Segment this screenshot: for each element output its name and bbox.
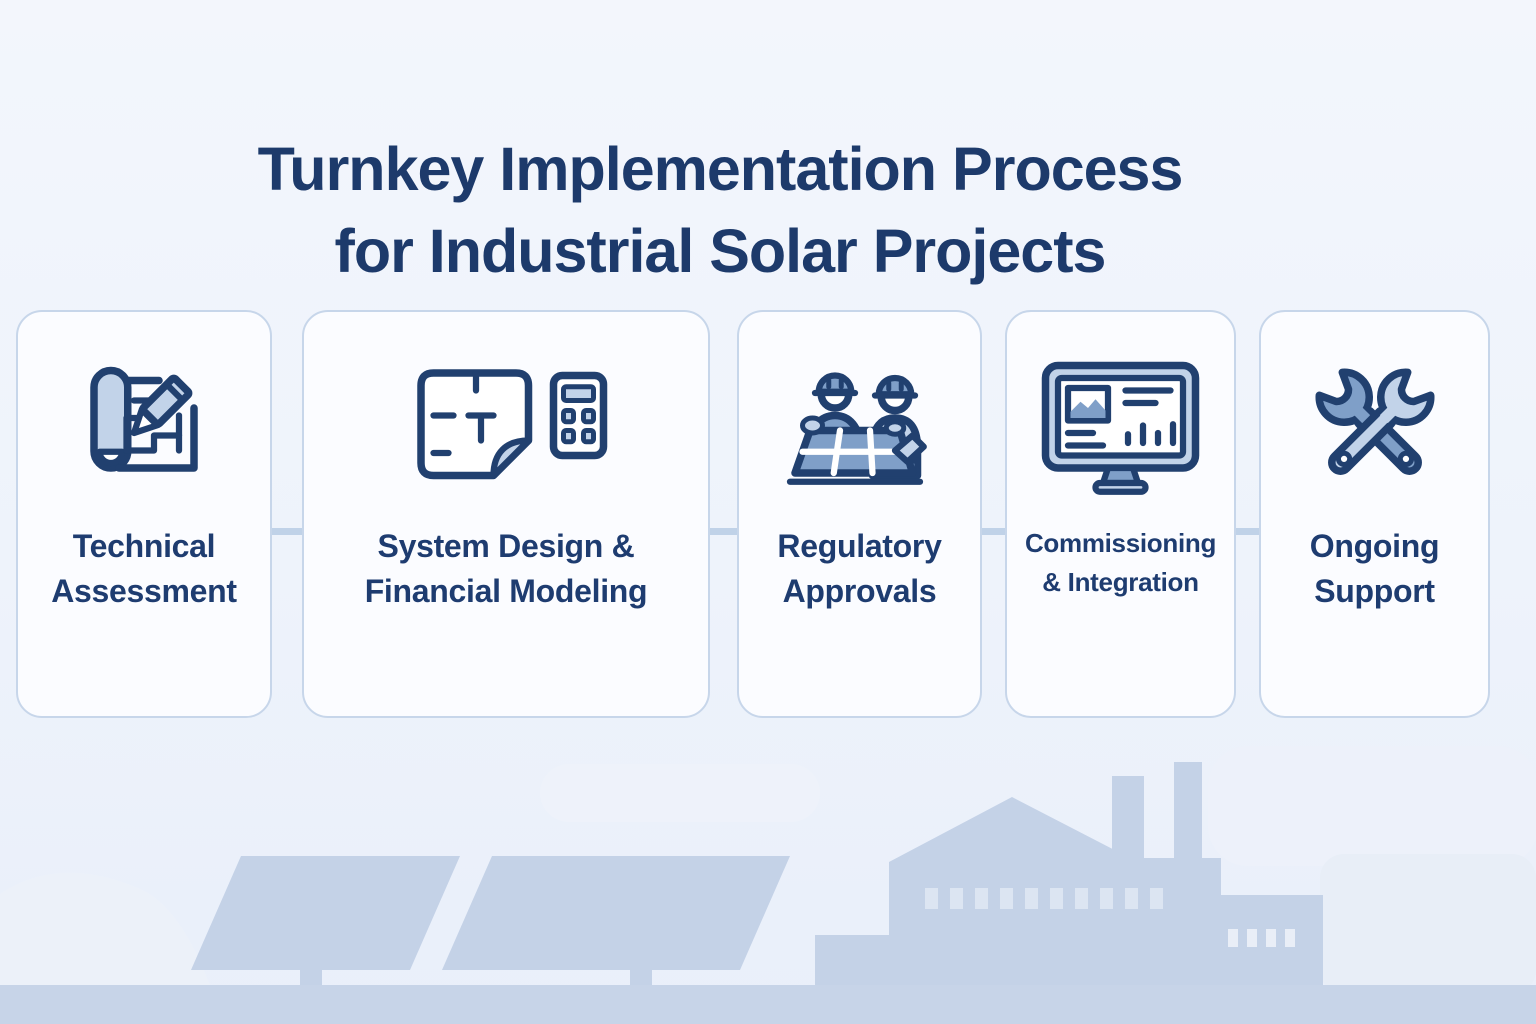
factory-annex-windows [1228,929,1295,947]
page-title-line2: for Industrial Solar Projects [334,216,1107,285]
card-label: System Design & Financial Modeling [364,528,648,610]
connector-line-2 [706,528,741,535]
card-label: Commissioning & Integration [1024,528,1217,597]
solar-array-silhouette-2 [442,856,790,988]
connector-line-4 [1232,528,1263,535]
card-icon-box [69,346,219,510]
card-label: Ongoing Support [1309,528,1440,610]
card-icon-box [785,346,935,510]
factory-silhouette [815,762,1323,985]
page-title-line1: Turnkey Implementation Process [257,134,1184,203]
background-illustration [0,746,1536,1024]
card-label: Regulatory Approvals [777,528,942,610]
monitor-dashboard-icon [1041,361,1200,495]
card-regulatory-approvals: Regulatory Approvals [737,310,982,718]
connector-line-1 [268,528,306,535]
ground-strip [0,985,1536,1024]
card-label: Technical Assessment [51,528,237,610]
card-system-design-financial-modeling: System Design & Financial Modeling [302,310,710,718]
solar-array-silhouette-1 [191,856,460,988]
blueprint-pencil-icon [90,366,198,472]
card-icon-box [1038,346,1203,510]
floorplan-calculator-icon [417,369,608,480]
connector-line-3 [978,528,1009,535]
card-commissioning-integration: Commissioning & Integration [1005,310,1236,718]
workers-solar-panel-icon [786,372,927,485]
cloud-silhouettes [0,746,1536,994]
factory-windows [925,888,1163,909]
crossed-wrenches-icon [1315,368,1434,475]
card-ongoing-support: Ongoing Support [1259,310,1490,718]
page-title: Turnkey Implementation Process for Indus… [0,129,1440,292]
card-technical-assessment: Technical Assessment [16,310,272,718]
card-icon-box [401,346,611,510]
card-icon-box [1300,346,1450,510]
